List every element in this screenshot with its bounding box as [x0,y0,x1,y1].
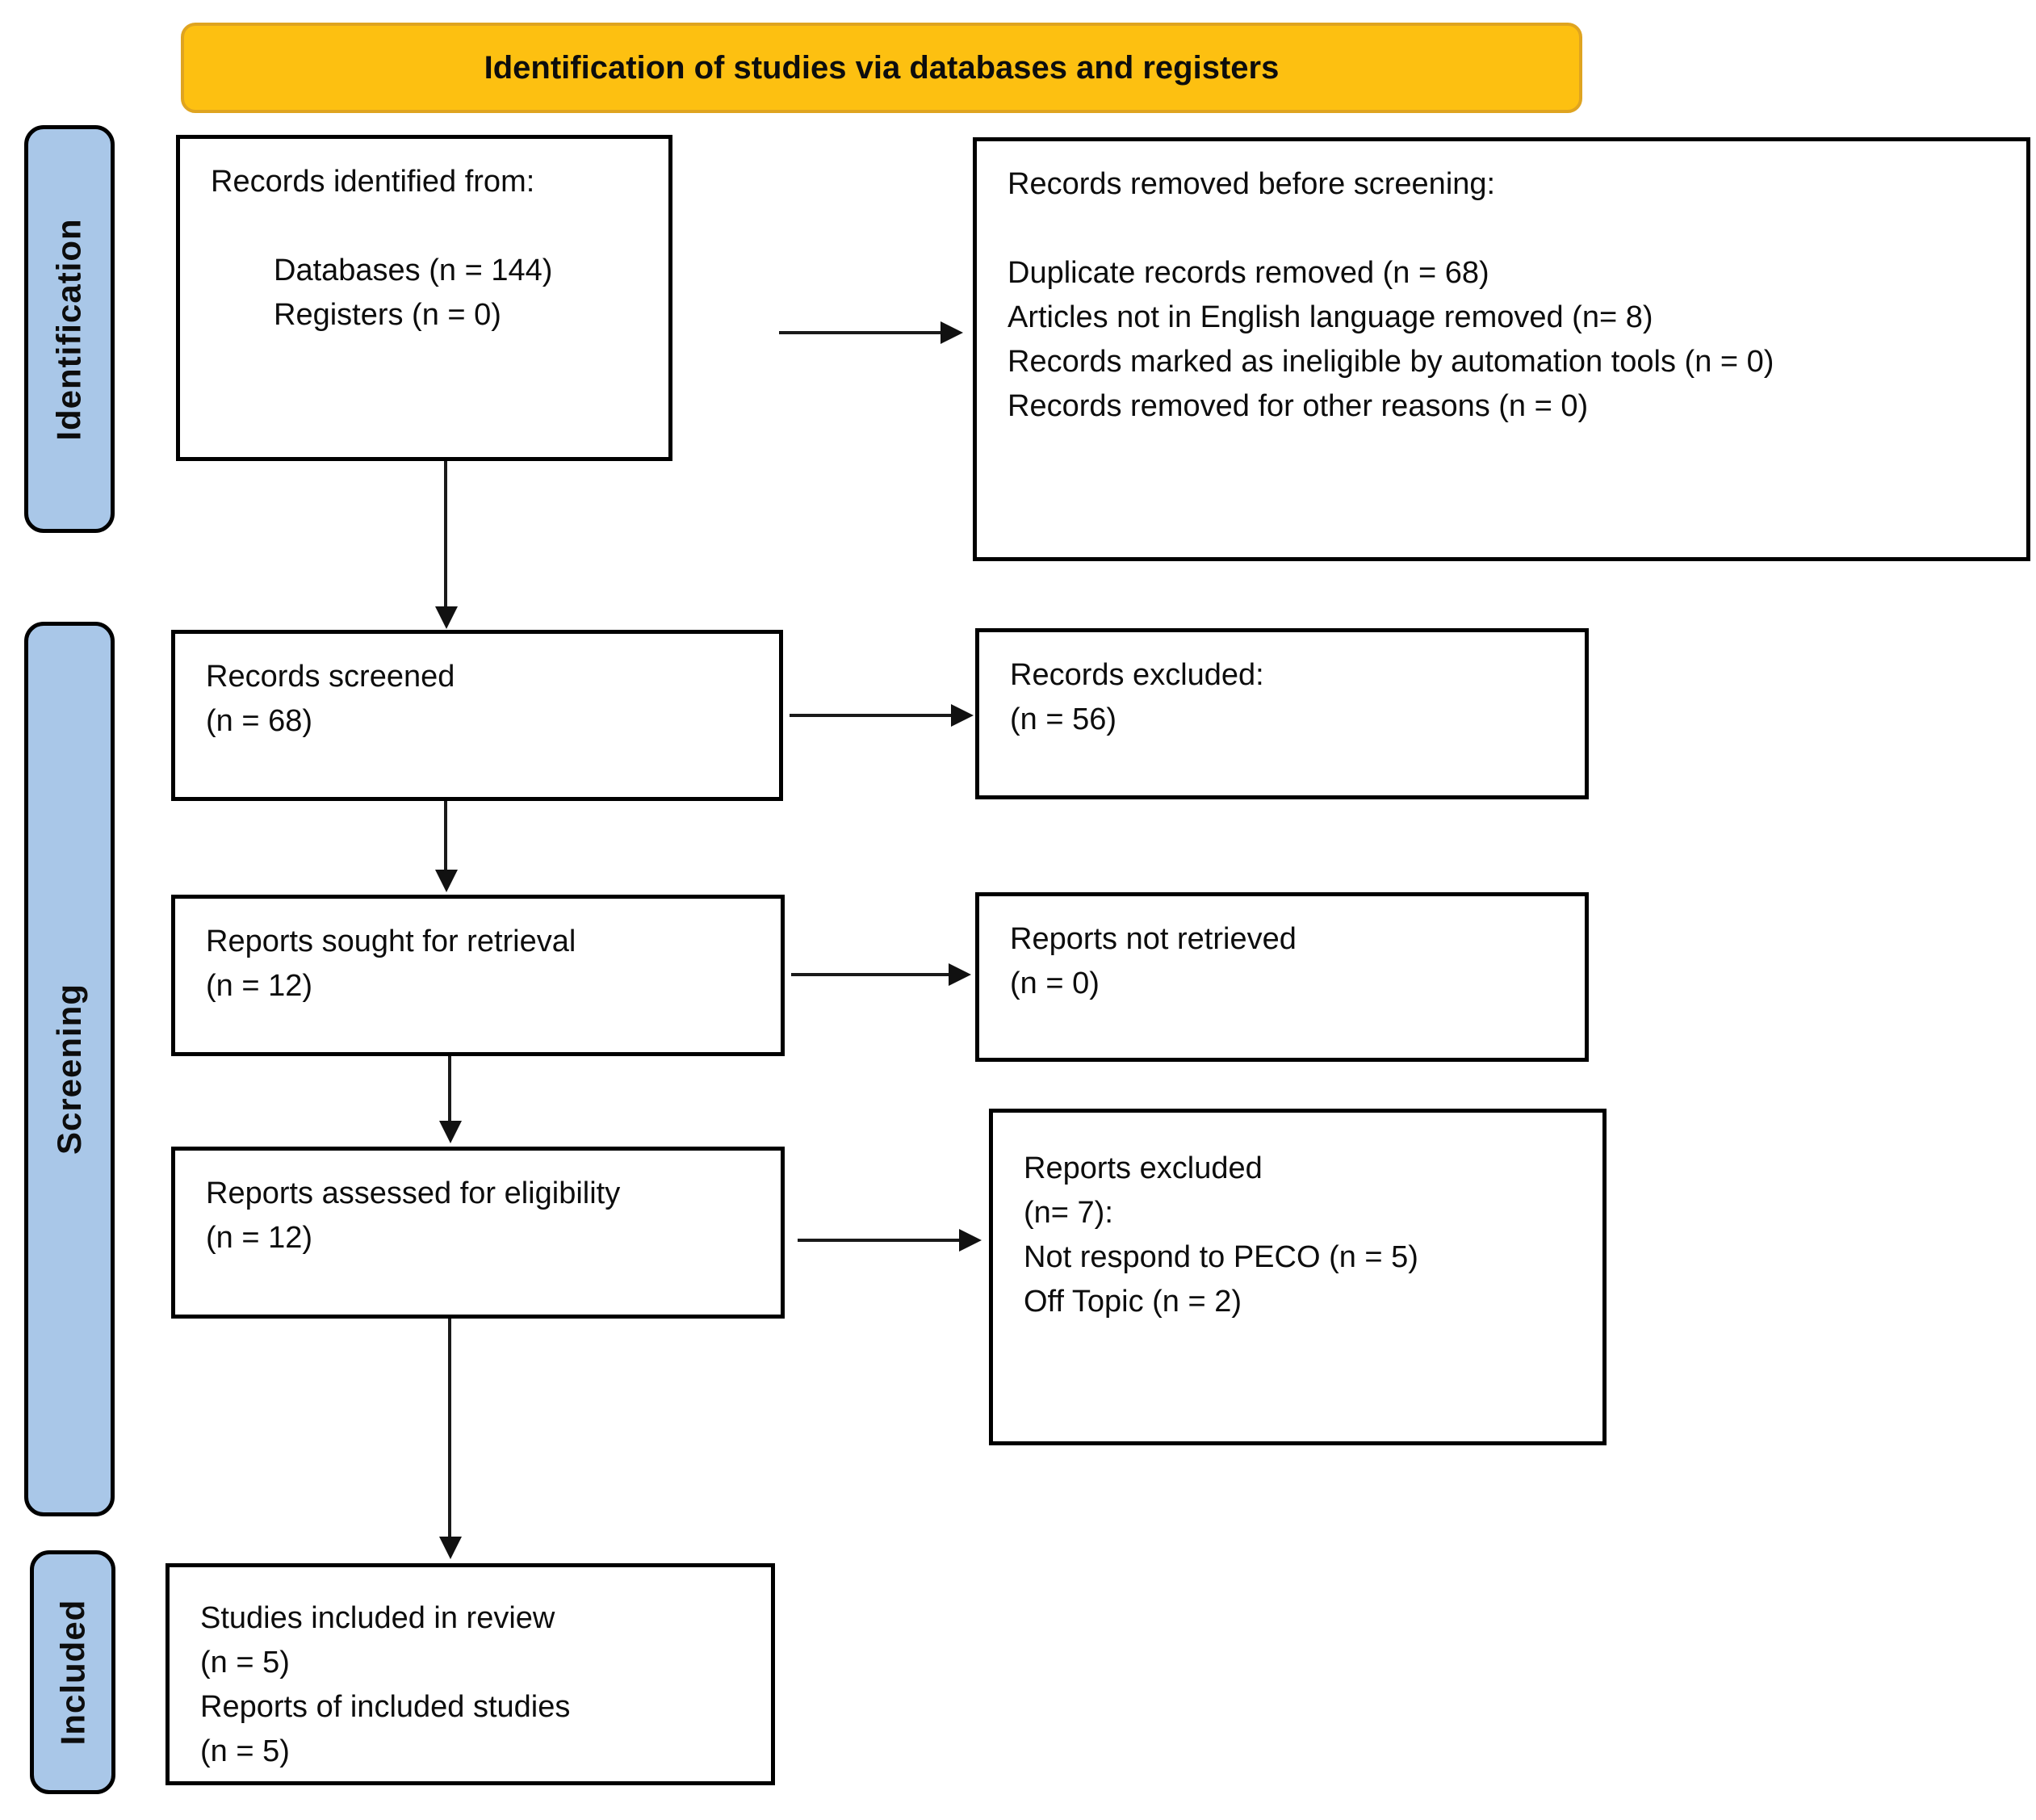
sidebar-included: Included [30,1550,115,1794]
arrowhead-down-icon [435,606,458,629]
arrow-assessed-to-excluded [798,1229,982,1252]
records-excluded-line: (n = 56) [1010,702,1117,736]
arrowhead-down-icon [435,870,458,892]
records-removed-item: Articles not in English language removed… [1008,300,1653,334]
header-title: Identification of studies via databases … [484,49,1280,86]
reports-excluded-line: Off Topic (n = 2) [1024,1285,1242,1319]
sidebar-screening: Screening [24,622,115,1516]
arrowhead-down-icon [439,1121,462,1143]
records-excluded-line: Records excluded: [1010,658,1264,692]
reports-sought-box: Reports sought for retrieval (n = 12) [171,895,785,1056]
reports-excluded-line: Reports excluded [1024,1151,1263,1185]
arrowhead-right-icon [951,704,974,727]
records-excluded-box: Records excluded: (n = 56) [975,628,1589,799]
records-identified-box: Records identified from: Databases (n = … [176,135,672,461]
arrow-sought-to-assessed [439,1056,462,1143]
records-removed-box: Records removed before screening: Duplic… [973,137,2030,561]
arrowhead-right-icon [959,1229,982,1252]
studies-included-line: (n = 5) [200,1646,290,1680]
reports-excluded-box: Reports excluded (n= 7): Not respond to … [989,1109,1607,1445]
reports-assessed-line: Reports assessed for eligibility [206,1176,621,1210]
records-identified-item: Registers (n = 0) [274,298,501,332]
records-identified-title: Records identified from: [211,165,535,199]
arrow-assessed-to-included [439,1319,462,1559]
arrow-sought-to-not-retrieved [791,963,971,986]
reports-sought-line: Reports sought for retrieval [206,925,576,958]
records-removed-title: Records removed before screening: [1008,167,1496,201]
reports-assessed-box: Reports assessed for eligibility (n = 12… [171,1147,785,1319]
sidebar-identification: Identification [24,125,115,533]
arrowhead-down-icon [439,1537,462,1559]
studies-included-line: Reports of included studies [200,1690,571,1724]
reports-not-retrieved-line: (n = 0) [1010,967,1100,1000]
reports-not-retrieved-box: Reports not retrieved (n = 0) [975,892,1589,1062]
sidebar-included-label: Included [53,1599,91,1746]
reports-excluded-line: (n= 7): [1024,1196,1113,1230]
sidebar-screening-label: Screening [50,983,89,1155]
arrowhead-right-icon [949,963,971,986]
sidebar-identification-label: Identification [50,217,88,441]
studies-included-line: (n = 5) [200,1734,290,1768]
arrowhead-right-icon [940,321,963,344]
arrow-screened-to-excluded [790,704,974,727]
header-banner: Identification of studies via databases … [181,23,1582,113]
reports-not-retrieved-line: Reports not retrieved [1010,922,1297,956]
records-screened-line: (n = 68) [206,704,313,738]
studies-included-line: Studies included in review [200,1601,555,1635]
records-removed-item: Records marked as ineligible by automati… [1008,345,1774,379]
arrow-screened-to-sought [435,801,458,892]
records-removed-item: Duplicate records removed (n = 68) [1008,256,1489,290]
records-screened-line: Records screened [206,660,455,694]
arrow-identified-to-removed [779,321,963,344]
records-removed-item: Records removed for other reasons (n = 0… [1008,389,1589,423]
reports-excluded-line: Not respond to PECO (n = 5) [1024,1240,1418,1274]
records-identified-item: Databases (n = 144) [274,254,553,287]
studies-included-box: Studies included in review (n = 5) Repor… [165,1563,775,1785]
records-screened-box: Records screened (n = 68) [171,630,783,801]
reports-assessed-line: (n = 12) [206,1221,313,1255]
reports-sought-line: (n = 12) [206,969,313,1003]
arrow-identified-to-screened [435,461,458,629]
